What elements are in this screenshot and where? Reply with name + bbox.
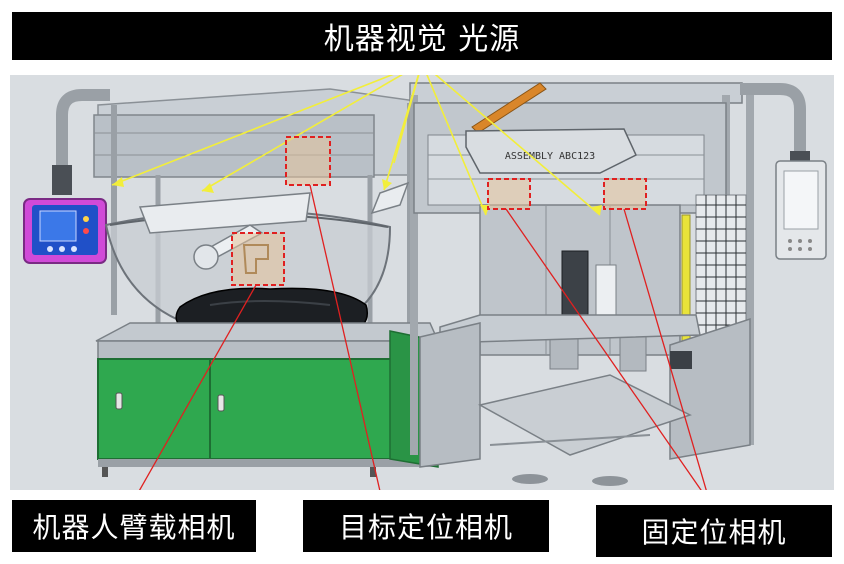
target-positioning-camera-label-text: 目标定位相机 (338, 511, 513, 544)
robot-arm-camera-label-text: 机器人臂载相机 (32, 511, 236, 544)
light-source-arrowheads (112, 177, 602, 215)
fixed-camera-label-text: 固定位相机 (641, 516, 787, 549)
robot-arm-camera-label: 机器人臂载相机 (12, 500, 256, 552)
camera-marker-fixed-1 (487, 178, 531, 210)
camera-marker-robot (231, 232, 285, 286)
assembly-plate-text: ASSEMBLY ABC123 (505, 151, 595, 162)
right-table (419, 314, 751, 468)
light-source-label: 机器视觉 光源 (12, 12, 832, 60)
camera-callout-lines (138, 184, 707, 490)
assembly-plate: ASSEMBLY ABC123 (465, 128, 637, 174)
left-cable-pipe (52, 89, 110, 195)
green-cabinet (97, 330, 439, 468)
left-table-top (95, 322, 440, 342)
camera-marker-fixed-2 (603, 178, 647, 210)
fixed-camera-label: 固定位相机 (596, 505, 832, 557)
foot-left (102, 467, 108, 477)
right-cable-pipe (740, 83, 810, 161)
target-positioning-camera-label: 目标定位相机 (303, 500, 549, 552)
foot-right-1 (512, 474, 548, 484)
light-panel-left (138, 192, 311, 234)
light-source-label-text: 机器视觉 光源 (323, 22, 521, 57)
foot-mid (370, 467, 376, 477)
light-source-callout-lines (111, 75, 601, 216)
right-monitor (775, 160, 827, 260)
control-panel-monitor (23, 198, 107, 264)
foot-right-2 (592, 476, 628, 486)
camera-marker-top (285, 136, 331, 186)
machine-illustration: ASSEMBLY ABC123 (10, 75, 834, 490)
light-panel-right (370, 181, 410, 215)
